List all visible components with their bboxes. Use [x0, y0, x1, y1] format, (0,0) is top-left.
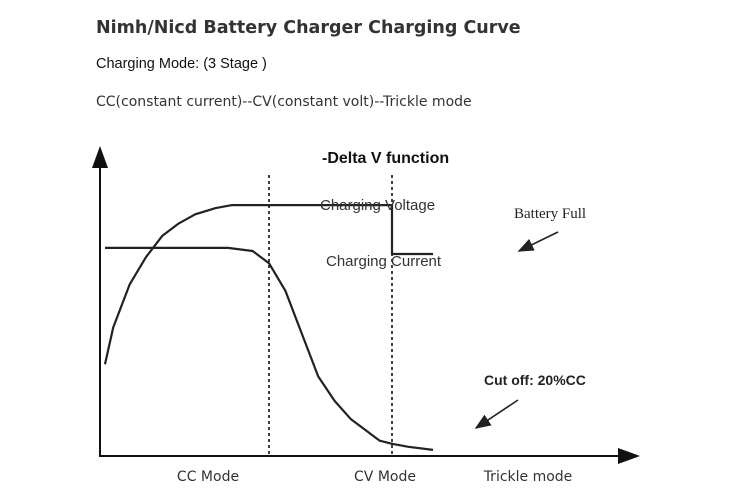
charging-current-line [105, 246, 434, 451]
charging-voltage-line [103, 204, 433, 365]
cut-off-arrow [474, 399, 519, 429]
region-label-trickle: Trickle mode [483, 469, 573, 485]
region-label-cv: CV Mode [354, 469, 416, 485]
charging-voltage-label: Charging Voltage [320, 197, 435, 214]
x-axis-arrow-icon [618, 448, 640, 464]
battery-full-arrow [517, 231, 559, 252]
mode-description: CC(constant current)--CV(constant volt)-… [96, 94, 472, 110]
cut-off-annotation: Cut off: 20%CC [484, 372, 586, 388]
battery-full-annotation: Battery Full [514, 206, 586, 222]
delta-v-label: -Delta V function [322, 150, 449, 167]
region-label-cc: CC Mode [177, 469, 239, 485]
charging-mode-label: Charging Mode: (3 Stage ) [96, 56, 267, 72]
y-axis-arrow-icon [92, 146, 108, 168]
chart-title-heading: Nimh/Nicd Battery Charger Charging Curve [96, 18, 521, 38]
charging-current-label: Charging Current [326, 253, 442, 270]
